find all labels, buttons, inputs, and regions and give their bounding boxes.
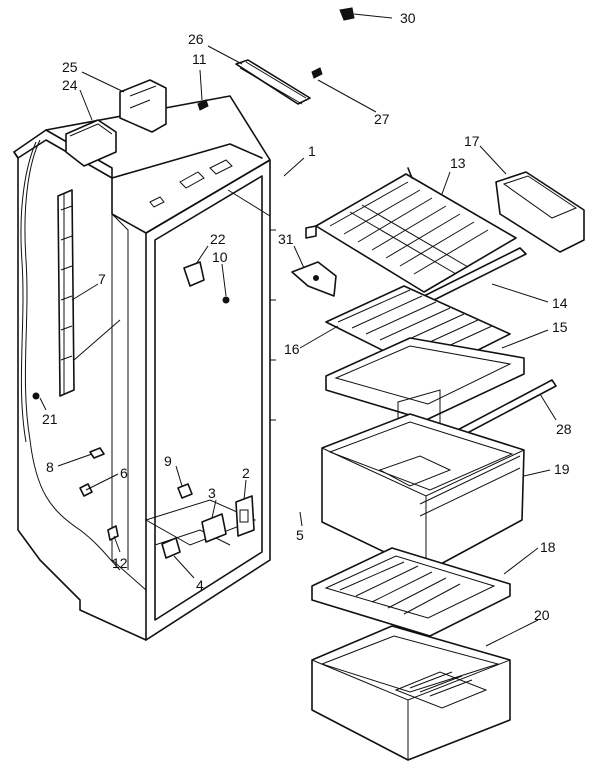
- callout-30: 30: [400, 10, 416, 26]
- shelf-18: [311, 547, 511, 637]
- leader-lines: [39, 13, 557, 647]
- callout-26: 26: [188, 31, 204, 47]
- callout-22: 22: [210, 231, 226, 247]
- callout-19: 19: [554, 461, 570, 477]
- callout-8: 8: [46, 459, 54, 475]
- callout-5: 5: [296, 527, 304, 543]
- callout-24: 24: [62, 77, 78, 93]
- callout-15: 15: [552, 319, 568, 335]
- callout-7: 7: [98, 271, 106, 287]
- shelf-13: [305, 167, 517, 293]
- callout-20: 20: [534, 607, 550, 623]
- drawer-20: [311, 625, 511, 761]
- bin-17: [495, 171, 585, 253]
- top-parts: [65, 7, 355, 167]
- callout-labels: 30 26 11 25 24 27 1 17 13 22 10 31 7 14 …: [42, 10, 572, 623]
- callout-25: 25: [62, 59, 78, 75]
- callout-10: 10: [212, 249, 228, 265]
- callout-6: 6: [120, 465, 128, 481]
- bracket-31: [291, 261, 337, 297]
- callout-9: 9: [164, 453, 172, 469]
- callout-11: 11: [192, 51, 207, 67]
- callout-21: 21: [42, 411, 58, 427]
- callout-3: 3: [208, 485, 216, 501]
- callout-17: 17: [464, 133, 480, 149]
- callout-27: 27: [374, 111, 390, 127]
- callout-28: 28: [556, 421, 572, 437]
- callout-1: 1: [308, 143, 316, 159]
- callout-16: 16: [284, 341, 300, 357]
- cabinet-liner: [13, 95, 276, 641]
- callout-13: 13: [450, 155, 466, 171]
- callout-12: 12: [112, 555, 128, 571]
- callout-31: 31: [278, 231, 294, 247]
- drawer-19: [321, 413, 525, 573]
- callout-14: 14: [552, 295, 568, 311]
- callout-4: 4: [196, 577, 204, 593]
- callout-2: 2: [242, 465, 250, 481]
- frame-15: [325, 337, 525, 437]
- callout-18: 18: [540, 539, 556, 555]
